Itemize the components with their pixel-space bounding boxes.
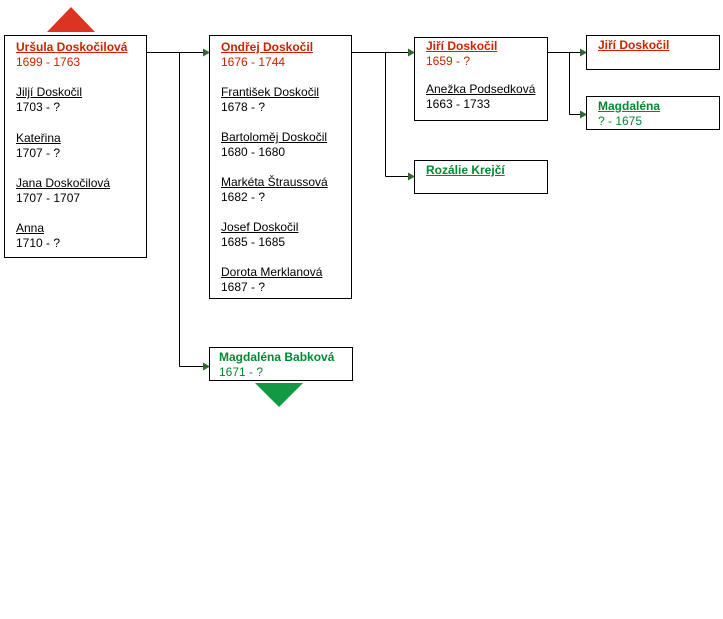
navigate-up-arrow-icon[interactable] — [47, 7, 95, 32]
person-name-link[interactable]: Magdaléna Babková — [219, 350, 335, 364]
sibling-years: 1707 - ? — [16, 146, 61, 160]
sibling-name-link[interactable]: Josef Doskočil — [221, 220, 299, 234]
person-years: ? - 1675 — [598, 114, 643, 128]
sibling-entry: Jiljí Doskočil 1703 - ? — [16, 85, 82, 115]
sibling-entry: Josef Doskočil 1685 - 1685 — [221, 220, 298, 250]
sibling-name-link[interactable]: Markéta Štraussová — [221, 175, 328, 189]
sibling-years: 1682 - ? — [221, 190, 266, 204]
person-name-link[interactable]: Magdaléna — [598, 99, 661, 113]
sibling-name-link[interactable]: František Doskočil — [221, 85, 320, 99]
person-box-rozalie: Rozálie Krejčí — [414, 160, 548, 194]
person-box-babkova: Magdaléna Babková 1671 - ? — [209, 347, 353, 381]
person-name-link[interactable]: Ondřej Doskočil — [221, 40, 314, 54]
person-box-jiri-father: Jiří Doskočil 1659 - ? Anežka Podsedková… — [414, 37, 548, 121]
sibling-years: 1710 - ? — [16, 236, 61, 250]
sibling-name-link[interactable]: Anna — [16, 221, 45, 235]
sibling-entry: Bartoloměj Doskočil 1680 - 1680 — [221, 130, 327, 160]
person-name-link[interactable]: Jiří Doskočil — [598, 38, 670, 52]
sibling-years: 1663 - 1733 — [426, 97, 491, 111]
sibling-entry: Dorota Merklanová 1687 - ? — [221, 265, 322, 295]
person-main-entry: Jiří Doskočil 1659 - ? — [426, 39, 497, 69]
sibling-name-link[interactable]: Kateřina — [16, 131, 61, 145]
sibling-entry: Markéta Štraussová 1682 - ? — [221, 175, 328, 205]
sibling-name-link[interactable]: Bartoloměj Doskočil — [221, 130, 328, 144]
person-main-entry: Rozálie Krejčí — [426, 163, 505, 178]
person-years: 1671 - ? — [219, 365, 264, 379]
person-main-entry: Ondřej Doskočil 1676 - 1744 — [221, 40, 313, 70]
sibling-entry: Anežka Podsedková 1663 - 1733 — [426, 82, 535, 112]
navigate-down-arrow-icon[interactable] — [255, 383, 303, 407]
sibling-entry: František Doskočil 1678 - ? — [221, 85, 319, 115]
person-main-entry: Magdaléna ? - 1675 — [598, 99, 660, 129]
sibling-name-link[interactable]: Anežka Podsedková — [426, 82, 536, 96]
person-main-entry: Jiří Doskočil — [598, 38, 669, 53]
person-box-jiri-grandfather: Jiří Doskočil — [586, 35, 720, 70]
person-name-link[interactable]: Uršula Doskočilová — [16, 40, 128, 54]
person-box-ursula: Uršula Doskočilová 1699 - 1763 Jiljí Dos… — [4, 35, 147, 258]
person-box-ondrej: Ondřej Doskočil 1676 - 1744 František Do… — [209, 35, 352, 299]
person-years: 1676 - 1744 — [221, 55, 286, 69]
person-name-link[interactable]: Rozálie Krejčí — [426, 163, 505, 177]
sibling-entry: Jana Doskočilová 1707 - 1707 — [16, 176, 110, 206]
sibling-name-link[interactable]: Jana Doskočilová — [16, 176, 111, 190]
sibling-name-link[interactable]: Jiljí Doskočil — [16, 85, 83, 99]
sibling-years: 1687 - ? — [221, 280, 266, 294]
sibling-years: 1707 - 1707 — [16, 191, 81, 205]
person-main-entry: Magdaléna Babková 1671 - ? — [219, 350, 334, 380]
person-name-link[interactable]: Jiří Doskočil — [426, 39, 498, 53]
sibling-entry: Kateřina 1707 - ? — [16, 131, 61, 161]
person-box-magdalena: Magdaléna ? - 1675 — [586, 96, 720, 130]
sibling-years: 1685 - 1685 — [221, 235, 286, 249]
sibling-name-link[interactable]: Dorota Merklanová — [221, 265, 323, 279]
person-years: 1659 - ? — [426, 54, 471, 68]
sibling-years: 1680 - 1680 — [221, 145, 286, 159]
sibling-entry: Anna 1710 - ? — [16, 221, 60, 251]
person-main-entry: Uršula Doskočilová 1699 - 1763 — [16, 40, 127, 70]
sibling-years: 1703 - ? — [16, 100, 61, 114]
sibling-years: 1678 - ? — [221, 100, 266, 114]
person-years: 1699 - 1763 — [16, 55, 81, 69]
